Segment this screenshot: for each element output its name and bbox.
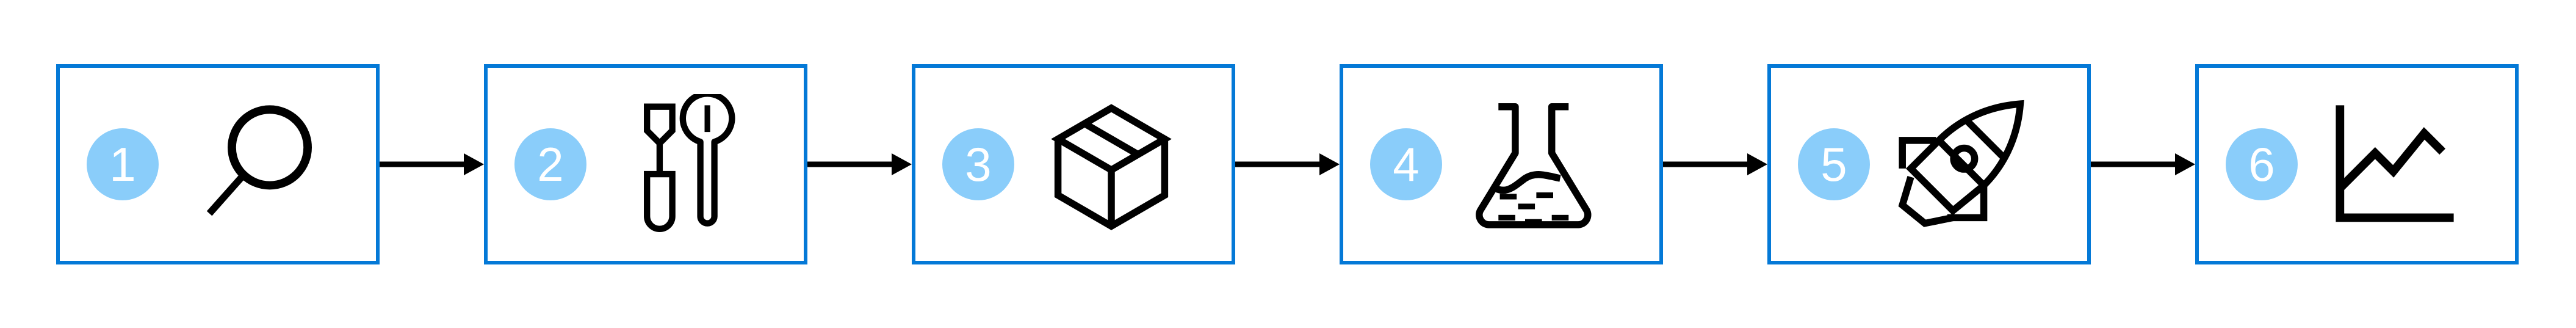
- step-number-badge-4: 4: [1370, 128, 1442, 200]
- step-number-badge-1: 1: [87, 128, 159, 200]
- flask-icon: [1469, 94, 1609, 235]
- connector-arrow-2: [807, 146, 912, 183]
- step-number-badge-6: 6: [2226, 128, 2298, 200]
- magnifier-icon: [186, 94, 326, 235]
- step-box-4[interactable]: 4: [1340, 64, 1663, 264]
- step-number-badge-2: 2: [514, 128, 586, 200]
- connector-arrow-5: [2091, 146, 2195, 183]
- step-box-1[interactable]: 1: [56, 64, 380, 264]
- step-box-6[interactable]: 6: [2195, 64, 2519, 264]
- rocket-icon: [1897, 94, 2037, 235]
- step-box-2[interactable]: 2: [484, 64, 807, 264]
- step-box-3[interactable]: 3: [912, 64, 1235, 264]
- step-box-5[interactable]: 5: [1767, 64, 2091, 264]
- connector-arrow-4: [1663, 146, 1767, 183]
- step-number-badge-5: 5: [1798, 128, 1870, 200]
- line-chart-icon: [2325, 94, 2465, 235]
- step-number-badge-3: 3: [942, 128, 1014, 200]
- connector-arrow-1: [380, 146, 484, 183]
- tools-icon: [613, 93, 754, 235]
- box-package-icon: [1041, 94, 1182, 235]
- connector-arrow-3: [1235, 146, 1340, 183]
